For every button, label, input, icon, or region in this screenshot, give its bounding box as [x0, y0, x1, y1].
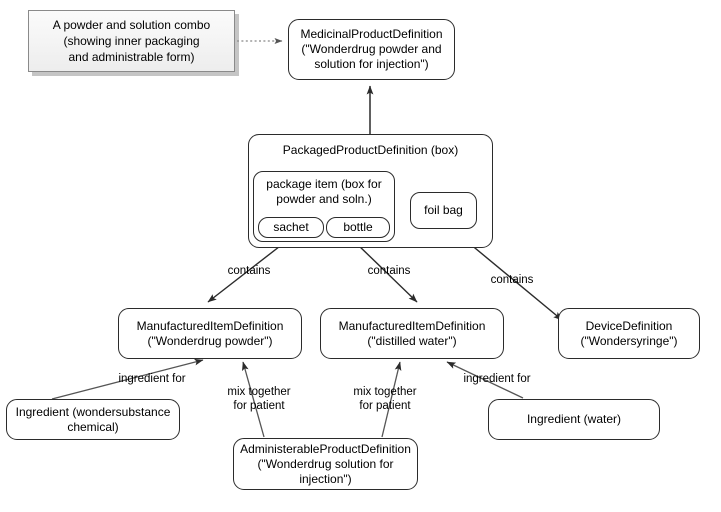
node-ingredient-water[interactable]: Ingredient (water)	[488, 399, 660, 440]
node-administerable-product-definition[interactable]: AdministerableProductDefinition ("Wonder…	[233, 438, 418, 490]
node-package-item-label: package item (box for powder and soln.)	[266, 177, 382, 206]
note-text: A powder and solution combo (showing inn…	[52, 18, 211, 64]
node-foil-bag-label: foil bag	[424, 203, 463, 217]
node-medicinal-product-definition-label: MedicinalProductDefinition ("Wonderdrug …	[300, 27, 443, 71]
edge-label-ingredient-for-right: ingredient for	[463, 373, 531, 385]
node-device-definition-label: DeviceDefinition ("Wondersyringe")	[580, 318, 678, 348]
edge-label-ingredient-for-left: ingredient for	[118, 373, 186, 385]
node-ingredient-wondersubstance-chemical-label: Ingredient (wondersubstance chemical)	[15, 404, 171, 434]
edge-label-contains-water: contains	[367, 265, 411, 277]
node-device-definition[interactable]: DeviceDefinition ("Wondersyringe")	[558, 308, 700, 359]
node-manufactured-item-distilled-water[interactable]: ManufacturedItemDefinition ("distilled w…	[320, 308, 504, 359]
node-bottle-label: bottle	[343, 220, 373, 234]
node-ingredient-water-label: Ingredient (water)	[526, 412, 622, 426]
node-manufactured-item-powder-label: ManufacturedItemDefinition ("Wonderdrug …	[136, 318, 284, 348]
node-sachet[interactable]: sachet	[258, 217, 324, 238]
edge-label-mix-together-right: mix together for patient	[353, 386, 417, 412]
node-administerable-product-definition-label: AdministerableProductDefinition ("Wonder…	[240, 441, 411, 486]
node-ingredient-wondersubstance-chemical[interactable]: Ingredient (wondersubstance chemical)	[6, 399, 180, 440]
edge-label-mix-together-left: mix together for patient	[227, 386, 291, 412]
edge-label-contains-powder: contains	[227, 265, 271, 277]
node-manufactured-item-powder[interactable]: ManufacturedItemDefinition ("Wonderdrug …	[118, 308, 302, 359]
node-foil-bag[interactable]: foil bag	[410, 192, 477, 229]
node-manufactured-item-distilled-water-label: ManufacturedItemDefinition ("distilled w…	[338, 318, 486, 348]
node-sachet-label: sachet	[273, 220, 309, 234]
node-packaged-product-definition-label: PackagedProductDefinition (box)	[282, 143, 459, 157]
note-powder-solution-combo: A powder and solution combo (showing inn…	[28, 10, 235, 72]
node-bottle[interactable]: bottle	[326, 217, 390, 238]
node-medicinal-product-definition[interactable]: MedicinalProductDefinition ("Wonderdrug …	[288, 19, 455, 80]
edge-label-contains-device: contains	[490, 274, 534, 286]
